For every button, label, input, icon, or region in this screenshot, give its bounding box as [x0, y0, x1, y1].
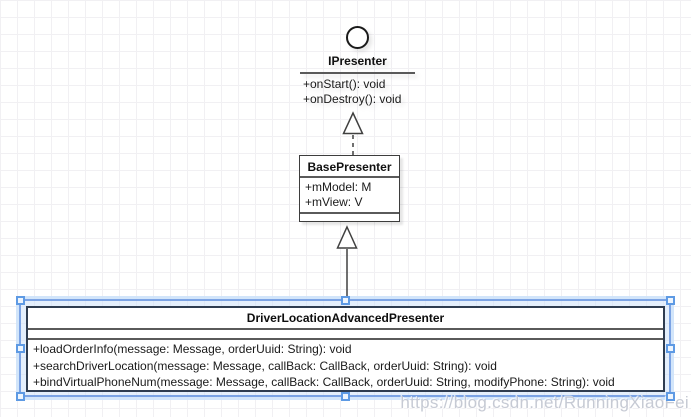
class-shape-basepresenter[interactable]: BasePresenter +mModel: M +mView: V [299, 155, 400, 222]
interface-circle-icon [346, 26, 369, 49]
interface-method: +onDestroy(): void [303, 92, 402, 106]
watermark: https://blog.csdn.net/RunningXiaoFei [400, 393, 689, 412]
selection-handle-top-middle[interactable] [341, 296, 350, 305]
class-method: +loadOrderInfo(message: Message, orderUu… [33, 342, 352, 356]
realization-arrowhead-icon [342, 111, 364, 135]
interface-separator [300, 72, 415, 74]
class-fields-compartment-empty [28, 330, 663, 340]
selection-handle-top-right[interactable] [666, 296, 675, 305]
class-title: BasePresenter [300, 156, 399, 178]
interface-name: IPresenter [328, 54, 387, 68]
selection-handle-top-left[interactable] [16, 296, 25, 305]
selection-handle-middle-right[interactable] [666, 344, 675, 353]
interface-method: +onStart(): void [303, 77, 386, 91]
class-title: DriverLocationAdvancedPresenter [28, 308, 663, 330]
class-field: +mModel: M [305, 180, 372, 194]
class-method: +bindVirtualPhoneNum(message: Message, c… [33, 375, 615, 389]
generalization-arrowhead-icon [336, 225, 358, 249]
selection-handle-bottom-middle[interactable] [341, 392, 350, 401]
class-methods-compartment-empty [300, 214, 399, 221]
selection-handle-middle-left[interactable] [16, 344, 25, 353]
interface-shape-ipresenter[interactable]: IPresenter +onStart(): void +onDestroy()… [300, 26, 415, 107]
selection-handle-bottom-right[interactable] [666, 392, 675, 401]
selection-handle-bottom-left[interactable] [16, 392, 25, 401]
class-shape-driverlocationadvancedpresenter[interactable]: DriverLocationAdvancedPresenter +loadOrd… [26, 306, 665, 392]
class-field: +mView: V [305, 195, 363, 209]
class-method: +searchDriverLocation(message: Message, … [33, 358, 497, 373]
